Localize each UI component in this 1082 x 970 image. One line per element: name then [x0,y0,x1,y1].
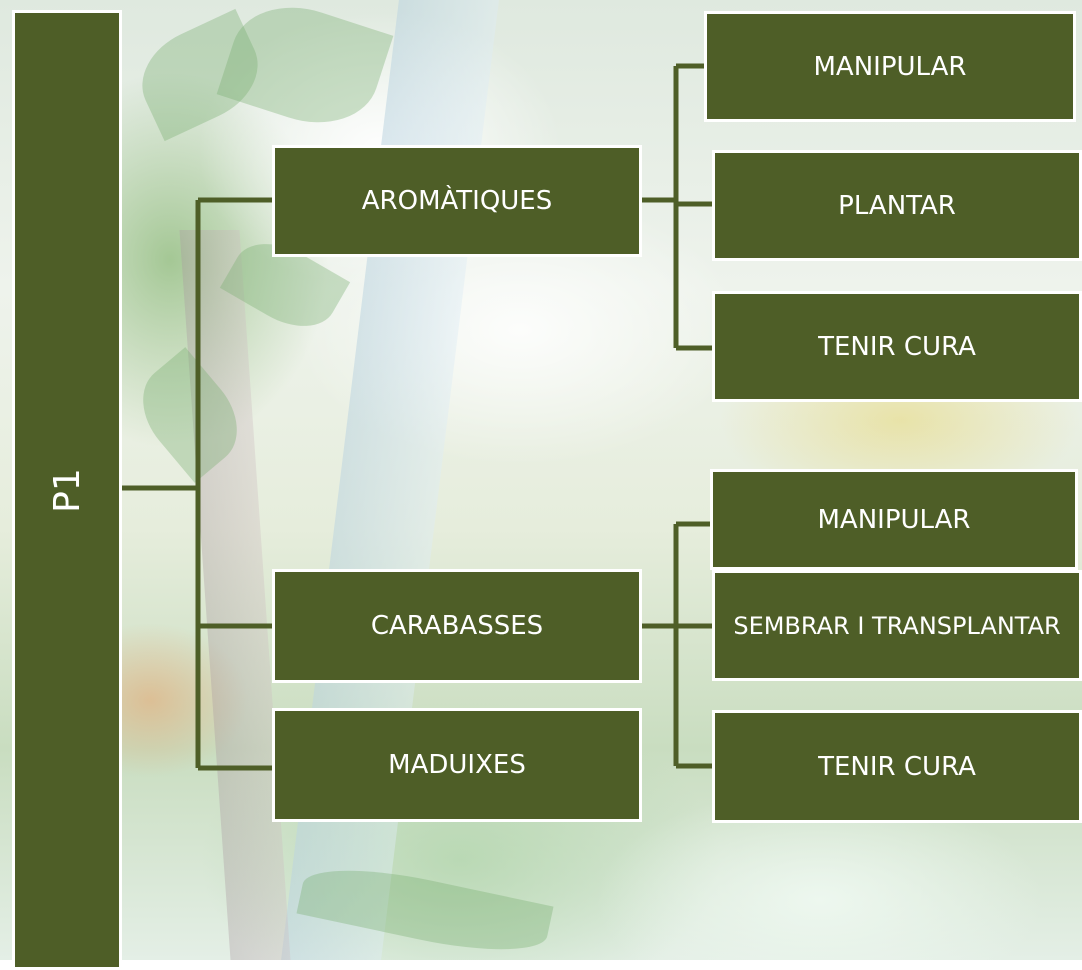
node-aromatiques-plantar: PLANTAR [712,150,1082,261]
node-carabasses-label: CARABASSES [370,611,544,641]
node-carabasses-tenir-cura: TENIR CURA [712,710,1082,823]
root-node-p1: P1 [12,10,122,970]
node-aromatiques-manipular-label: MANIPULAR [813,51,967,82]
node-maduixes-label: MADUIXES [388,750,526,780]
node-aromatiques-plantar-label: PLANTAR [838,190,956,221]
node-carabasses-sembrar-i-transplantar: SEMBRAR I TRANSPLANTAR [712,570,1082,681]
node-carabasses: CARABASSES [272,569,642,683]
node-aromatiques-tenir-cura-label: TENIR CURA [818,331,976,362]
node-carabasses-manipular-label: MANIPULAR [817,504,971,535]
node-carabasses-sembrar-label: SEMBRAR I TRANSPLANTAR [733,611,1061,640]
node-aromatiques-label: AROMÀTIQUES [361,186,553,216]
node-maduixes: MADUIXES [272,708,642,822]
node-carabasses-manipular: MANIPULAR [710,469,1078,570]
node-aromatiques: AROMÀTIQUES [272,145,642,257]
node-aromatiques-tenir-cura: TENIR CURA [712,291,1082,402]
root-node-label: P1 [46,467,88,513]
node-aromatiques-manipular: MANIPULAR [704,11,1076,122]
node-carabasses-tenir-cura-label: TENIR CURA [818,751,976,782]
